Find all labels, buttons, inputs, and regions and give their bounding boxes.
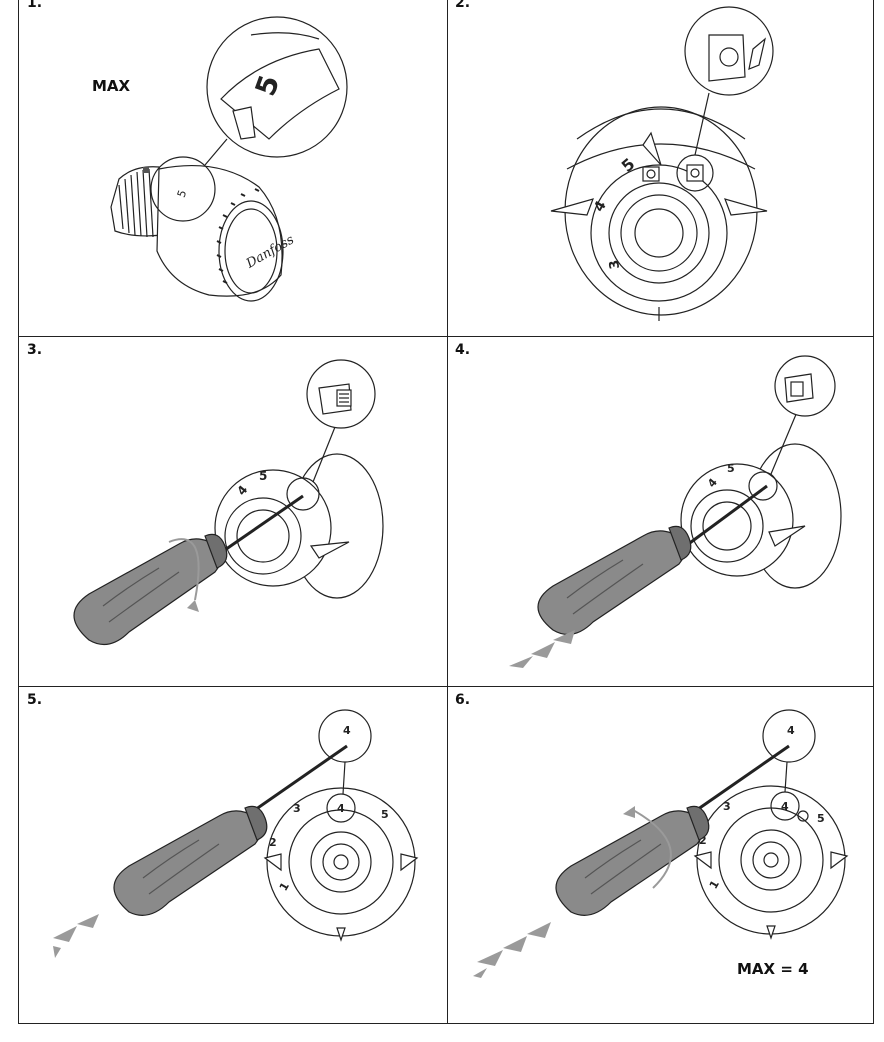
screwdriver-loosen-illustration: 4 5 — [73, 359, 384, 646]
panel-step-3: 3. 4 5 — [19, 336, 447, 686]
zoom-circle-small — [150, 156, 216, 222]
zoom-connector — [694, 92, 710, 156]
push-arrows — [473, 922, 551, 978]
zoom-connector — [204, 138, 228, 166]
svg-text:4: 4 — [343, 724, 351, 737]
step-number: 1. — [27, 0, 43, 11]
screwdriver-tighten-illustration: 2 3 5 1 4 4 — [473, 709, 849, 978]
column-divider — [447, 0, 448, 1023]
svg-text:5: 5 — [259, 469, 267, 483]
rotation-arrow — [168, 538, 200, 601]
scale-ring — [590, 164, 728, 302]
zoom-connector — [312, 421, 338, 483]
panel-step-2: 2. 5 4 3 — [447, 0, 875, 336]
svg-text:5: 5 — [381, 808, 389, 821]
push-arrows — [509, 630, 575, 668]
svg-text:5: 5 — [175, 188, 190, 199]
stop-pin-left — [642, 166, 660, 182]
rotation-arrow — [632, 809, 672, 889]
instruction-grid: 1. MAX Danfoss — [18, 0, 874, 1024]
zoom-stop-pin — [719, 47, 739, 67]
screwdriver-handle — [113, 810, 262, 916]
indicator-dot — [143, 167, 149, 173]
screwdriver-set-illustration: 2 3 5 1 4 4 — [53, 709, 419, 958]
svg-text:5: 5 — [727, 462, 735, 475]
adapter-ring — [224, 497, 302, 575]
screwdriver-handle — [73, 538, 222, 646]
zoom-circle-large — [318, 709, 372, 763]
zoom-circle-small — [326, 793, 356, 823]
svg-text:4: 4 — [337, 802, 345, 815]
screwdriver-shaft — [682, 484, 768, 550]
screwdriver-shaft — [690, 744, 790, 816]
zoom-connector — [784, 761, 788, 793]
svg-text:2: 2 — [269, 836, 277, 849]
max-label: MAX — [92, 77, 131, 95]
housing-outer — [564, 106, 758, 316]
svg-text:5: 5 — [817, 812, 825, 825]
step-number: 2. — [455, 0, 471, 11]
max-value-label: MAX = 4 — [737, 960, 809, 978]
scale-dots — [216, 188, 260, 284]
thermostat-face — [218, 200, 284, 302]
zoom-circle-small — [286, 477, 320, 511]
svg-text:3: 3 — [607, 259, 623, 271]
push-arrows — [53, 914, 99, 958]
svg-text:3: 3 — [293, 802, 301, 815]
thermostat-head-illustration: Danfoss 5 5 — [110, 16, 348, 302]
svg-text:4: 4 — [787, 724, 795, 737]
zoom-circle-large — [762, 709, 816, 763]
adapter-ring — [740, 829, 802, 891]
screwdriver-push-illustration: 4 5 — [509, 355, 842, 668]
scale-ring — [214, 469, 332, 587]
zoom-connector — [770, 411, 798, 475]
svg-text:4: 4 — [781, 800, 789, 813]
adapter-ring — [608, 182, 710, 284]
step-number: 6. — [455, 692, 471, 708]
adapter-ring — [310, 831, 372, 893]
scale-ring — [288, 809, 394, 915]
thermostat-rear-illustration: 5 4 3 — [550, 6, 774, 321]
screwdriver-shaft — [248, 744, 348, 816]
panel-step-6: 6. MAX = 4 2 3 5 1 4 4 — [447, 686, 875, 1025]
ring-ridges — [118, 168, 154, 238]
svg-text:2: 2 — [699, 834, 707, 847]
thermostat-body — [156, 164, 283, 297]
clip-left — [550, 198, 594, 216]
step-number: 3. — [27, 342, 43, 358]
screwdriver-shaft — [218, 494, 304, 556]
zoom-circle-small — [748, 471, 778, 501]
panel-step-4: 4. 4 5 — [447, 336, 875, 686]
step-number: 5. — [27, 692, 43, 708]
adapter-ring — [690, 489, 764, 563]
zoom-connector — [342, 761, 346, 795]
row-divider-2 — [19, 686, 873, 687]
row-divider-1 — [19, 336, 873, 337]
panel-step-5: 5. 2 3 5 1 4 4 — [19, 686, 447, 1025]
screwdriver-handle — [537, 530, 686, 636]
step-number: 4. — [455, 342, 471, 358]
clip-right — [724, 198, 768, 216]
scale-ring — [680, 463, 794, 577]
clip-top — [642, 131, 662, 166]
screwdriver-handle — [555, 810, 704, 916]
svg-text:3: 3 — [723, 800, 731, 813]
panel-step-1: 1. MAX Danfoss — [19, 0, 447, 336]
